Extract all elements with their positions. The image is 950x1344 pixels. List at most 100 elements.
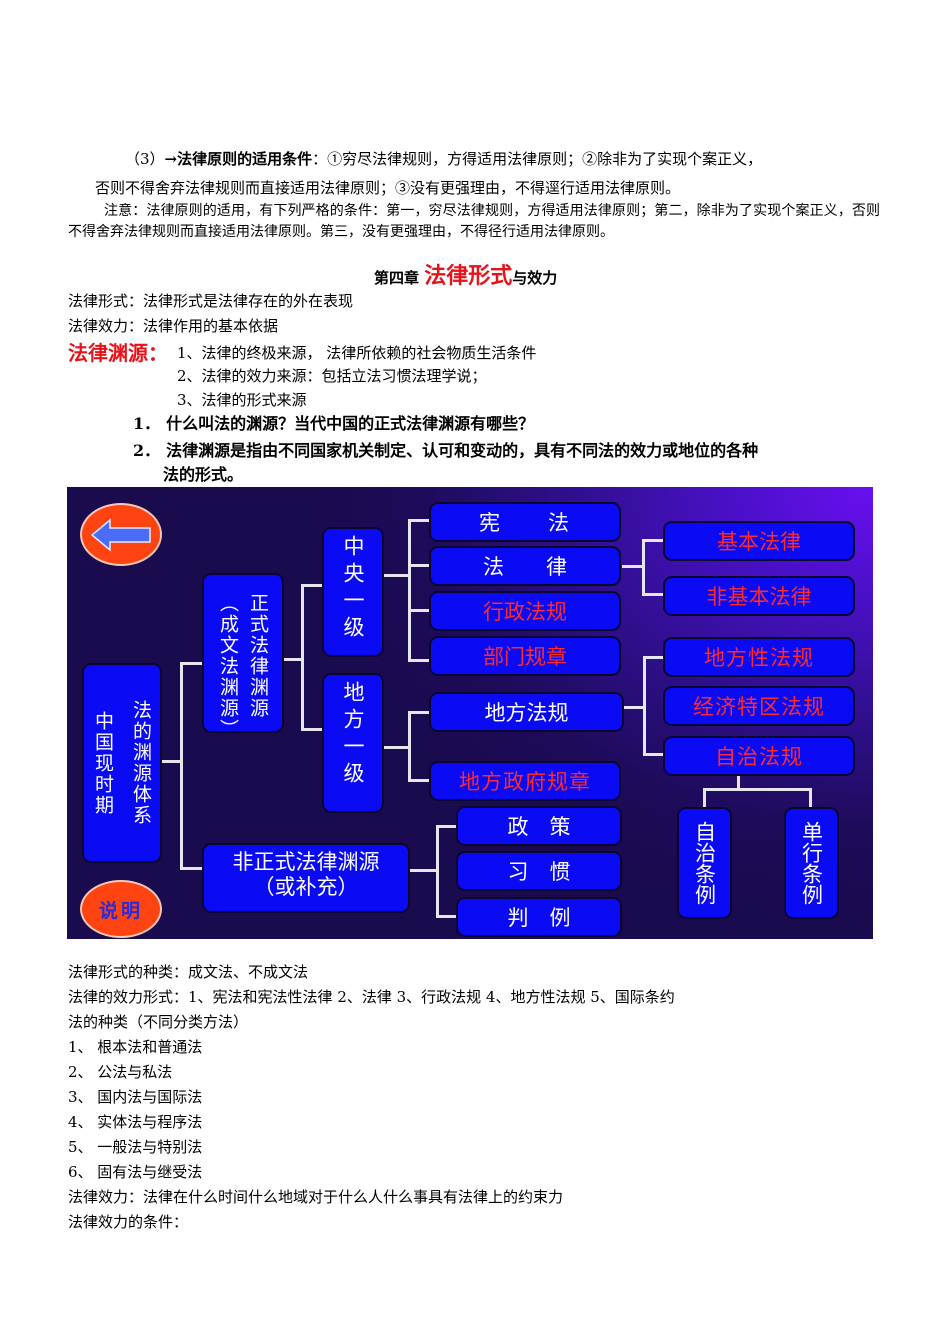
law-label: 法 律 <box>483 555 567 579</box>
left-arrow-icon <box>90 517 151 552</box>
chapter-number: 第四章 <box>374 269 425 287</box>
connector <box>643 656 664 659</box>
connector <box>408 659 430 662</box>
effect-definition: 法律效力：法律作用的基本依据 <box>68 317 279 335</box>
connector <box>180 662 203 665</box>
central-level-box: 中央一级 <box>322 527 384 657</box>
connector <box>642 539 645 596</box>
custom-box: 习 惯 <box>456 851 622 891</box>
chapter-title: 第四章 法律形式与效力 <box>374 264 557 291</box>
department-rules-label: 部门规章 <box>483 645 567 669</box>
question-2-cont: 法的形式。 <box>163 465 244 484</box>
connector <box>408 779 430 782</box>
explain-button-label: 说明 <box>98 899 143 922</box>
local-laws-box: 地方性法规 <box>663 637 855 677</box>
constitution-box: 宪 法 <box>429 502 621 542</box>
autonomous-regulations-label: 自治法规 <box>715 745 803 769</box>
basic-law-label: 基本法律 <box>717 530 801 554</box>
note-paragraph: 注意：法律原则的适用，有下列严格的条件：第一，穷尽法律规则，方得适用法律原则；第… <box>68 203 880 240</box>
connector <box>408 519 430 522</box>
root-box: 中国现时期 法的渊源体系 <box>82 663 162 863</box>
principle-conditions-text: ：①穷尽法律规则，方得适用法律原则；②除非为了实现个案正义， <box>312 150 763 168</box>
effect-forms: 法律的效力形式：1、宪法和宪法性法律 2、法律 3、行政法规 4、地方性法规 5… <box>68 988 675 1006</box>
connector <box>301 584 323 587</box>
connector <box>408 609 430 612</box>
separate-ordinance-label: 单行条例 <box>799 821 824 905</box>
local-government-rules-box: 地方政府规章 <box>429 761 621 801</box>
form-definition: 法律形式：法律形式是法律存在的外在表现 <box>68 292 354 310</box>
root-label-line2: 法的渊源体系 <box>130 700 152 826</box>
legal-sources-diagram: 中国现时期 法的渊源体系 （成文法渊源） 正式法律渊源 中央一级 地方一级 宪 … <box>67 487 873 939</box>
sez-regulations-box: 经济特区法规 <box>663 686 855 726</box>
form-types: 法律形式的种类：成文法、不成文法 <box>68 963 309 981</box>
local-laws-label: 地方性法规 <box>704 646 814 670</box>
basic-law-box: 基本法律 <box>663 521 855 561</box>
connector <box>180 867 203 870</box>
connector <box>643 656 646 756</box>
connector <box>408 564 430 567</box>
law-box: 法 律 <box>429 546 621 586</box>
connector <box>703 788 811 791</box>
law-types-heading: 法的种类（不同分类方法） <box>68 1013 249 1031</box>
connector <box>622 565 644 568</box>
autonomous-regulations-box: 自治法规 <box>663 736 855 776</box>
autonomy-ordinance-box: 自治条例 <box>677 807 732 919</box>
item-number: （3） <box>125 150 165 168</box>
connector <box>301 728 323 731</box>
informal-sources-label: 非正式法律渊源（或补充） <box>232 850 380 899</box>
precedent-label: 判 例 <box>507 906 571 930</box>
question-number: 1． <box>133 414 161 433</box>
principle-conditions-line2: 否则不得舍弃法律规则而直接适用法律原则；③没有更强理由，不得逕行适用法律原则。 <box>95 179 681 197</box>
connector <box>162 760 181 763</box>
source-item-2: 2、法律的效力来源：包括立法习惯法理学说； <box>177 367 487 385</box>
connector <box>643 753 664 756</box>
back-button[interactable] <box>80 503 162 566</box>
policy-label: 政 策 <box>507 815 571 839</box>
law-type-item: 1、 根本法和普通法 <box>68 1038 203 1056</box>
chapter-highlight: 法律形式 <box>424 264 513 289</box>
question-1: 1． 什么叫法的渊源？当代中国的正式法律渊源有哪些？ <box>133 413 534 435</box>
root-label-line1: 中国现时期 <box>92 710 114 816</box>
connector <box>384 574 410 577</box>
connector <box>436 915 458 918</box>
question-text: 什么叫法的渊源？当代中国的正式法律渊源有哪些？ <box>166 414 535 433</box>
question-number: 2． <box>133 441 161 460</box>
source-item-1: 1、法律的终极来源， 法律所依赖的社会物质生活条件 <box>177 344 537 362</box>
principle-conditions-heading: →法律原则的适用条件 <box>164 150 313 168</box>
sources-label: 法律渊源： <box>68 341 168 365</box>
chapter-suffix: 与效力 <box>512 269 558 287</box>
autonomy-ordinance-label: 自治条例 <box>692 821 717 905</box>
formal-sources-box: （成文法渊源） 正式法律渊源 <box>202 573 284 740</box>
policy-box: 政 策 <box>456 806 622 846</box>
department-rules-box: 部门规章 <box>429 636 621 676</box>
effect-conditions: 法律效力的条件： <box>68 1213 189 1231</box>
local-level-box: 地方一级 <box>322 673 384 813</box>
connector <box>703 788 706 808</box>
connector <box>408 519 411 662</box>
informal-sources-box: 非正式法律渊源（或补充） <box>202 843 410 913</box>
non-basic-law-label: 非基本法律 <box>706 585 812 609</box>
custom-label: 习 惯 <box>507 860 571 884</box>
law-type-item: 6、 固有法与继受法 <box>68 1163 203 1181</box>
explain-button[interactable]: 说明 <box>80 880 162 938</box>
separate-ordinance-box: 单行条例 <box>784 807 839 919</box>
connector <box>180 662 183 870</box>
administrative-regulations-box: 行政法规 <box>429 591 621 631</box>
connector <box>408 711 411 781</box>
formal-label-line1: 正式法律渊源 <box>247 593 269 719</box>
connector <box>642 539 664 542</box>
connector <box>737 776 740 790</box>
local-government-rules-label: 地方政府规章 <box>459 770 591 794</box>
connector <box>301 584 304 730</box>
question-text: 法律渊源是指由不同国家机关制定、认可和变动的，具有不同法的效力或地位的各种 <box>166 441 759 460</box>
local-regulations-box: 地方法规 <box>429 692 624 732</box>
connector <box>624 706 646 709</box>
connector <box>642 593 664 596</box>
principle-conditions-line: （3）→法律原则的适用条件：①穷尽法律规则，方得适用法律原则；②除非为了实现个案… <box>125 149 762 169</box>
law-type-item: 5、 一般法与特别法 <box>68 1138 203 1156</box>
law-type-item: 2、 公法与私法 <box>68 1063 173 1081</box>
law-type-item: 4、 实体法与程序法 <box>68 1113 203 1131</box>
connector <box>384 746 410 749</box>
precedent-box: 判 例 <box>456 897 622 937</box>
question-2: 2． 法律渊源是指由不同国家机关制定、认可和变动的，具有不同法的效力或地位的各种 <box>133 440 758 462</box>
